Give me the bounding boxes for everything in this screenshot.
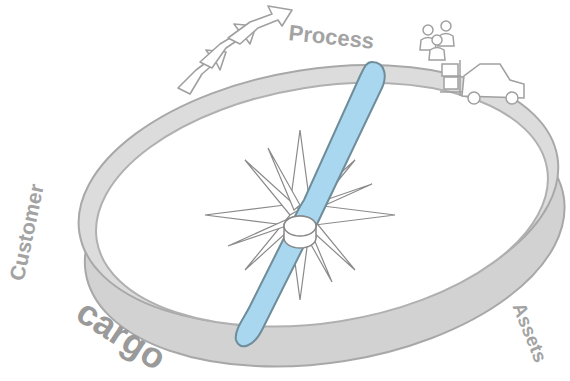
arrow-icons <box>178 6 292 94</box>
forklift-icon <box>440 60 524 104</box>
compass-ring <box>60 33 570 381</box>
process-label: Process <box>288 22 375 53</box>
compass-needle <box>236 62 385 346</box>
people-icon <box>420 21 454 60</box>
customer-label: Customer <box>6 182 47 282</box>
assets-label: Assets <box>509 300 550 365</box>
